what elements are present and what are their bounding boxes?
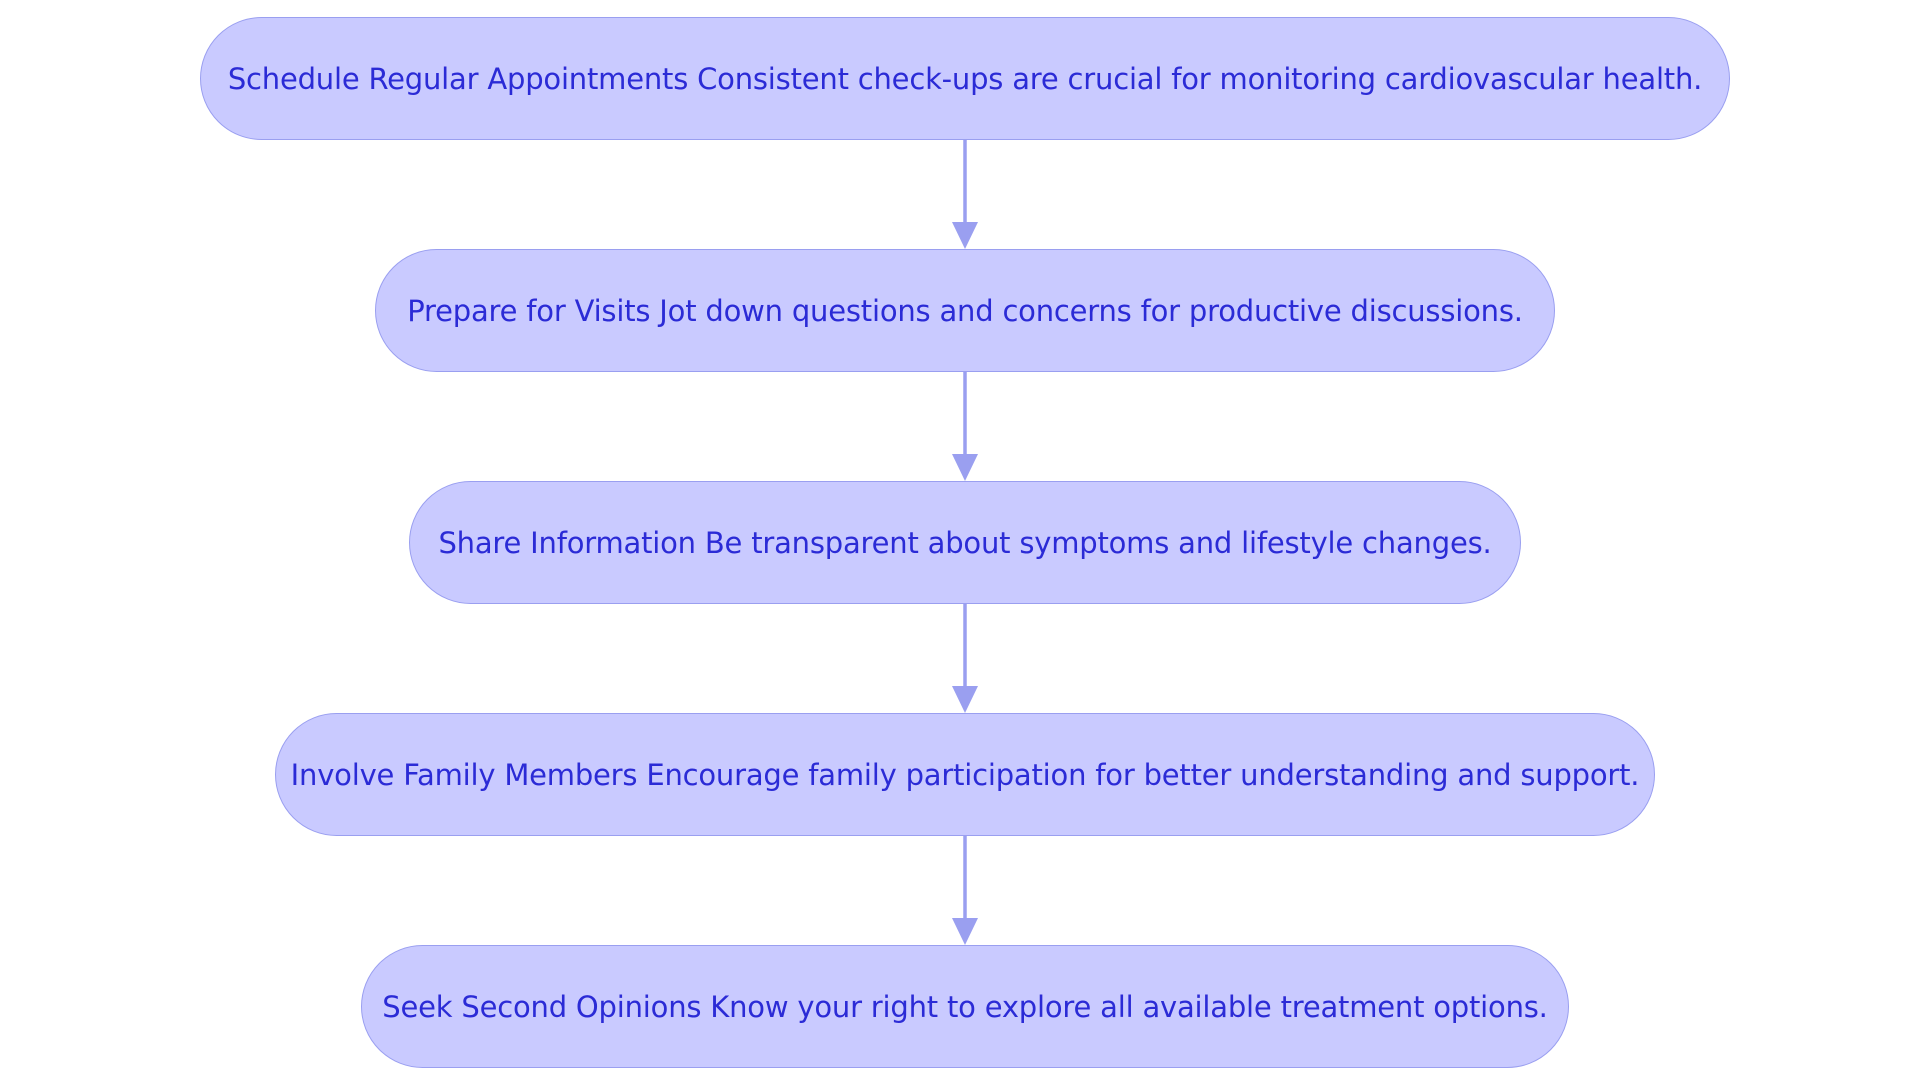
arrowhead-icon [952, 222, 978, 249]
edge-n3-n4 [952, 836, 978, 945]
arrowhead-icon [952, 918, 978, 945]
flow-step-text: Seek Second Opinions Know your right to … [382, 989, 1548, 1024]
flow-step-text: Prepare for Visits Jot down questions an… [407, 293, 1523, 328]
arrowhead-icon [952, 686, 978, 713]
arrowhead-icon [952, 454, 978, 481]
edge-n2-n3 [952, 604, 978, 713]
flow-step-prepare-for-visits: Prepare for Visits Jot down questions an… [375, 249, 1555, 372]
flow-step-schedule-appointments: Schedule Regular Appointments Consistent… [200, 17, 1730, 140]
flow-step-text: Involve Family Members Encourage family … [290, 757, 1640, 792]
flow-step-seek-second-opinions: Seek Second Opinions Know your right to … [361, 945, 1569, 1068]
flow-step-text: Share Information Be transparent about s… [438, 525, 1492, 560]
edge-n1-n2 [952, 372, 978, 481]
flow-step-text: Schedule Regular Appointments Consistent… [227, 61, 1703, 96]
flow-step-involve-family: Involve Family Members Encourage family … [275, 713, 1655, 836]
flow-step-share-information: Share Information Be transparent about s… [409, 481, 1521, 604]
edge-n0-n1 [952, 140, 978, 249]
